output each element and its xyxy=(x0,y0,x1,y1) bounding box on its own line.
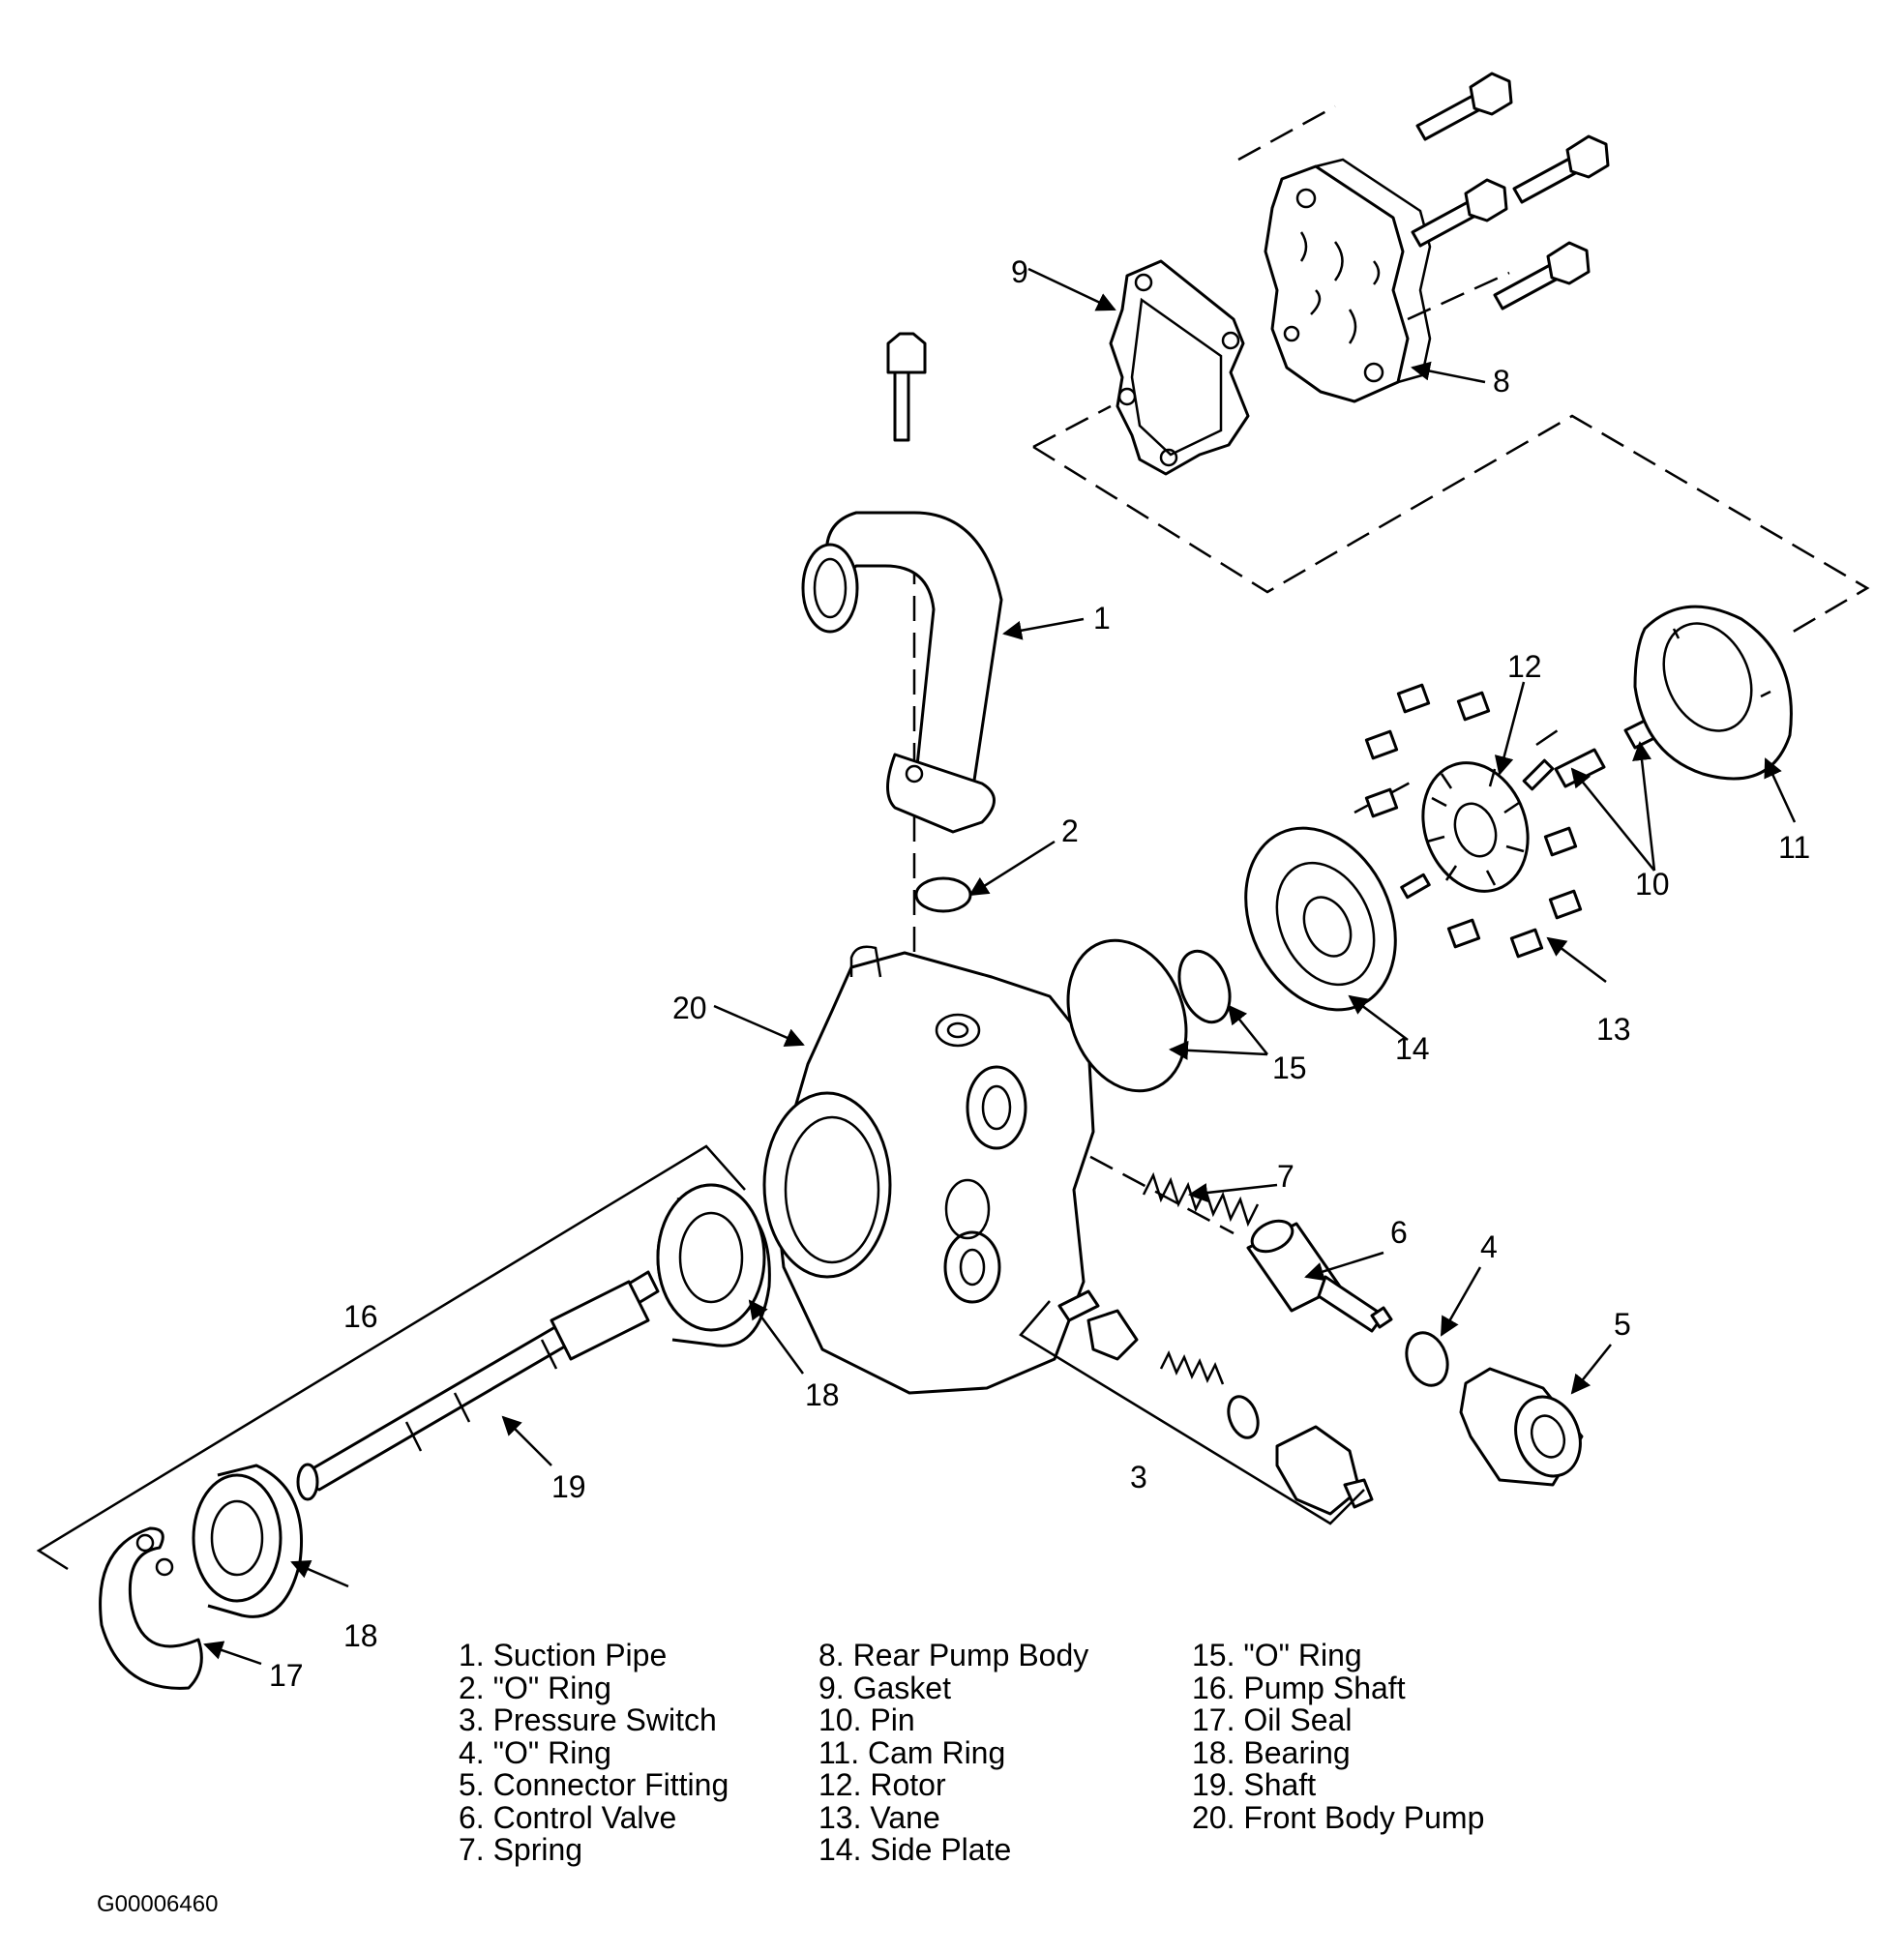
callout-15: 15 xyxy=(1272,1050,1307,1085)
brackets xyxy=(36,1144,1365,1571)
legend-item: 6. Control Valve xyxy=(459,1799,677,1835)
callout-14: 14 xyxy=(1395,1031,1430,1066)
pressure-switch-group xyxy=(1057,1289,1374,1516)
control-valve xyxy=(1246,1219,1393,1333)
suction-pipe-bolt xyxy=(886,332,927,442)
legend-column-1: 1. Suction Pipe 2. "O" Ring 3. Pressure … xyxy=(459,1638,729,1867)
bearing-upper xyxy=(656,1183,771,1347)
vanes xyxy=(1364,683,1583,959)
legend-item: 13. Vane xyxy=(818,1799,940,1835)
o-ring-2 xyxy=(914,876,972,913)
legend-item: 5. Connector Fitting xyxy=(459,1767,729,1802)
rotor xyxy=(1421,761,1530,893)
legend-item: 17. Oil Seal xyxy=(1192,1702,1353,1737)
legend-item: 20. Front Body Pump xyxy=(1192,1799,1485,1835)
legend-item: 16. Pump Shaft xyxy=(1192,1670,1406,1705)
callout-2: 2 xyxy=(1061,814,1079,848)
legend-item: 9. Gasket xyxy=(818,1670,951,1705)
connector-fitting xyxy=(1459,1367,1584,1487)
callout-8: 8 xyxy=(1493,364,1510,399)
callout-5: 5 xyxy=(1614,1307,1631,1342)
suction-pipe xyxy=(801,511,1003,834)
callout-18-lower: 18 xyxy=(343,1618,378,1653)
o-ring-15-small xyxy=(1177,949,1232,1024)
callout-9: 9 xyxy=(1011,254,1028,289)
callout-19: 19 xyxy=(551,1469,586,1504)
callout-labels: 1 2 3 4 5 6 7 8 9 10 11 12 13 14 15 16 1… xyxy=(269,254,1810,1693)
o-ring-4 xyxy=(1405,1331,1449,1387)
callout-1: 1 xyxy=(1093,601,1111,636)
callout-17: 17 xyxy=(269,1658,304,1693)
legend-item: 7. Spring xyxy=(459,1832,583,1867)
callout-7: 7 xyxy=(1277,1159,1294,1194)
shaft xyxy=(296,1270,660,1501)
callout-6: 6 xyxy=(1390,1215,1408,1250)
rear-bolts xyxy=(1411,72,1610,311)
figure-id: G00006460 xyxy=(97,1891,219,1917)
legend-column-3: 15. "O" Ring 16. Pump Shaft 17. Oil Seal… xyxy=(1192,1638,1485,1835)
legend-item: 19. Shaft xyxy=(1192,1767,1317,1802)
legend-item: 15. "O" Ring xyxy=(1192,1638,1362,1672)
cam-ring xyxy=(1633,605,1793,781)
callout-13: 13 xyxy=(1596,1012,1631,1047)
callout-12: 12 xyxy=(1507,649,1542,684)
gasket xyxy=(1109,259,1250,476)
callout-20: 20 xyxy=(672,991,707,1025)
legend-item: 1. Suction Pipe xyxy=(459,1638,668,1672)
callout-18-upper: 18 xyxy=(805,1377,840,1412)
legend-item: 2. "O" Ring xyxy=(459,1670,611,1705)
legend-item: 11. Cam Ring xyxy=(818,1734,1006,1770)
bearing-lower xyxy=(192,1464,304,1618)
legend-item: 12. Rotor xyxy=(818,1767,946,1802)
callout-3: 3 xyxy=(1130,1460,1147,1494)
leader-lines xyxy=(203,267,1797,1666)
side-plate xyxy=(1244,826,1397,1012)
legend-item: 18. Bearing xyxy=(1192,1734,1351,1770)
callout-16: 16 xyxy=(343,1299,378,1334)
rear-pump-body xyxy=(1264,158,1432,403)
legend-column-2: 8. Rear Pump Body 9. Gasket 10. Pin 11. … xyxy=(818,1638,1089,1867)
callout-10: 10 xyxy=(1635,867,1670,902)
callout-4: 4 xyxy=(1480,1229,1498,1264)
legend-item: 14. Side Plate xyxy=(818,1832,1012,1867)
legend-item: 10. Pin xyxy=(818,1702,915,1737)
legend-item: 4. "O" Ring xyxy=(459,1734,611,1770)
o-ring-15-large xyxy=(1066,938,1188,1093)
oil-seal xyxy=(99,1526,203,1690)
legend-item: 8. Rear Pump Body xyxy=(818,1638,1089,1672)
front-body-pump xyxy=(762,945,1095,1395)
legend-item: 3. Pressure Switch xyxy=(459,1702,717,1737)
callout-11: 11 xyxy=(1778,830,1810,865)
